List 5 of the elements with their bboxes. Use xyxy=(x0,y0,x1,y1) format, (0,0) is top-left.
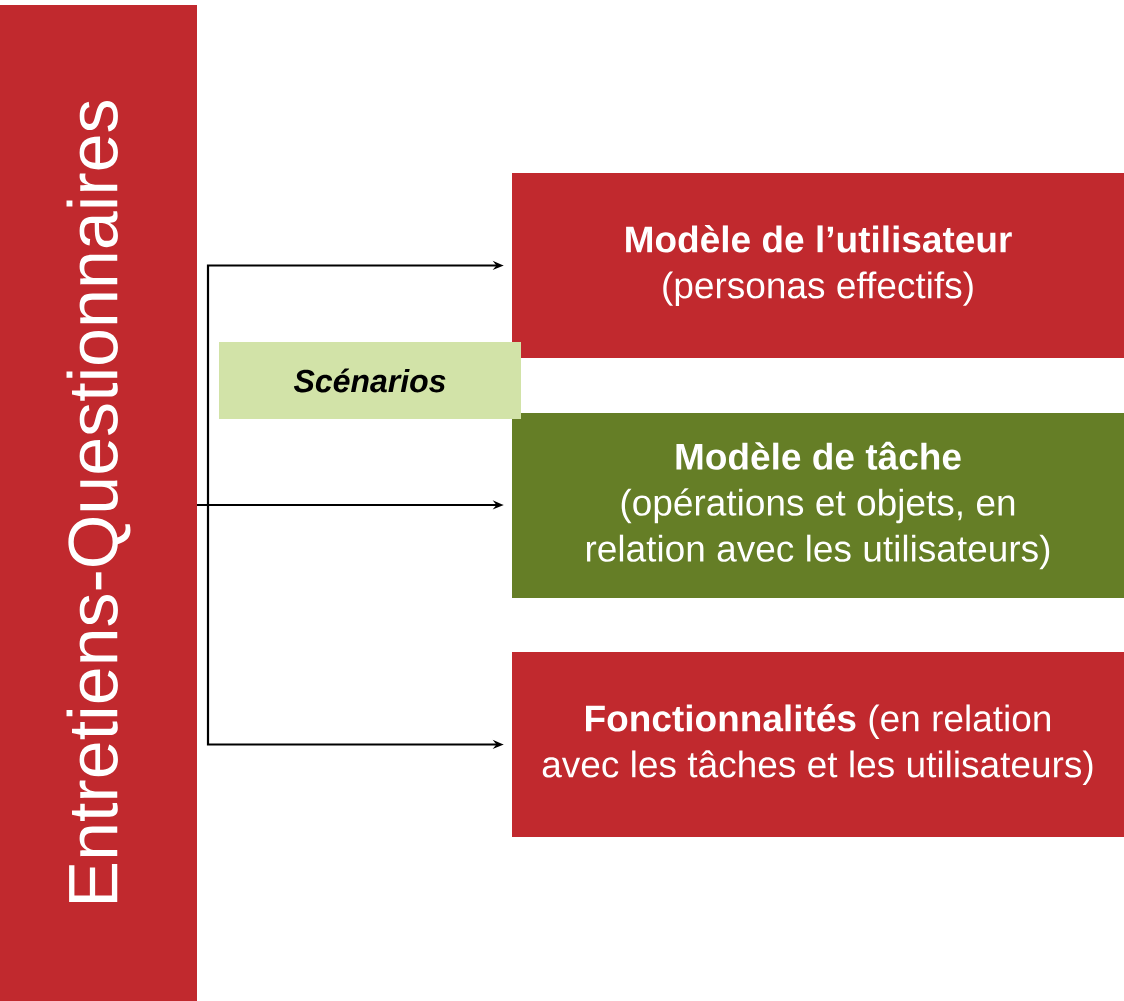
label-box: Scénarios xyxy=(219,342,521,419)
process-box: Modèle de tâche (opérations et objets, en relation avec les utilisateurs) xyxy=(512,413,1124,598)
process-box: Fonctionnalités (en relation avec les tâches et les utilisateurs) xyxy=(512,652,1124,837)
side-bar: Entretiens-Questionnaires xyxy=(0,5,197,1001)
process-box: Modèle de l’utilisateur (personas effectifs) xyxy=(512,173,1124,358)
